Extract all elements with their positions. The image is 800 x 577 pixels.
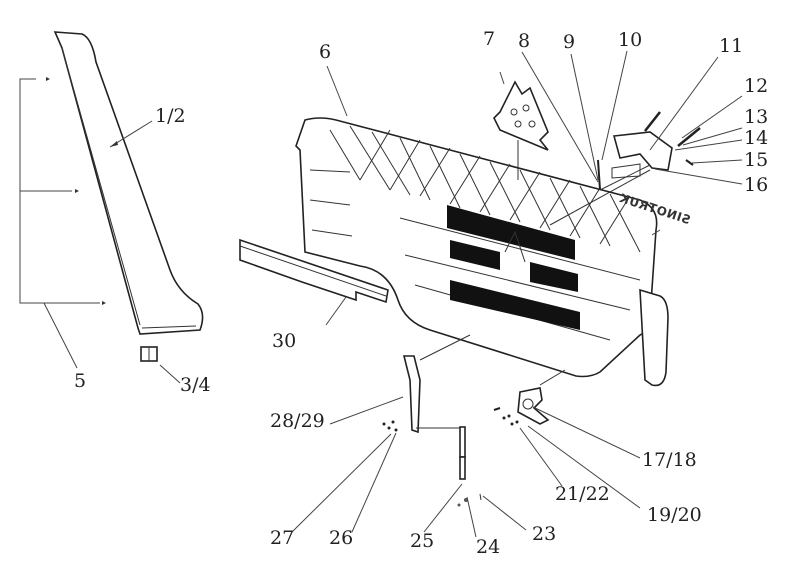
part-label-7: 7 [483,28,496,50]
part-label-9: 9 [563,31,576,53]
support-arm [382,334,471,434]
part-label-23: 23 [532,523,557,545]
part-label-21-22: 21/22 [555,483,610,505]
part-label-5: 5 [74,370,87,392]
front-grille [295,117,669,387]
part-label-6: 6 [319,41,332,63]
part-label-24: 24 [476,536,501,558]
hinge-bracket [549,111,701,226]
part-label-19-20: 19/20 [647,504,702,526]
part-label-25: 25 [410,530,435,552]
part-label-3-4: 3/4 [180,374,211,396]
a-pillar-trim-panel [53,31,204,335]
part-label-30: 30 [272,330,297,352]
part-label-13: 13 [744,106,769,128]
part-label-8: 8 [518,30,531,52]
lower-bracket [493,369,566,426]
part-label-27: 27 [270,527,295,549]
part-label-12: 12 [744,75,769,97]
part-label-17-18: 17/18 [642,449,697,471]
emblem-badge [493,80,549,180]
part-label-11: 11 [719,35,744,57]
part-label-16: 16 [744,174,769,196]
part-label-10: 10 [618,29,643,51]
trim-strip [239,238,389,304]
part-label-14: 14 [744,127,769,149]
part-label-28-29: 28/29 [270,410,325,432]
gas-strut [457,426,482,507]
part-label-1-2: 1/2 [155,105,186,127]
leader-lines [43,50,743,538]
clip [140,346,158,362]
fastener-set-bracket [19,77,106,305]
part-label-15: 15 [744,149,769,171]
part-label-26: 26 [329,527,354,549]
